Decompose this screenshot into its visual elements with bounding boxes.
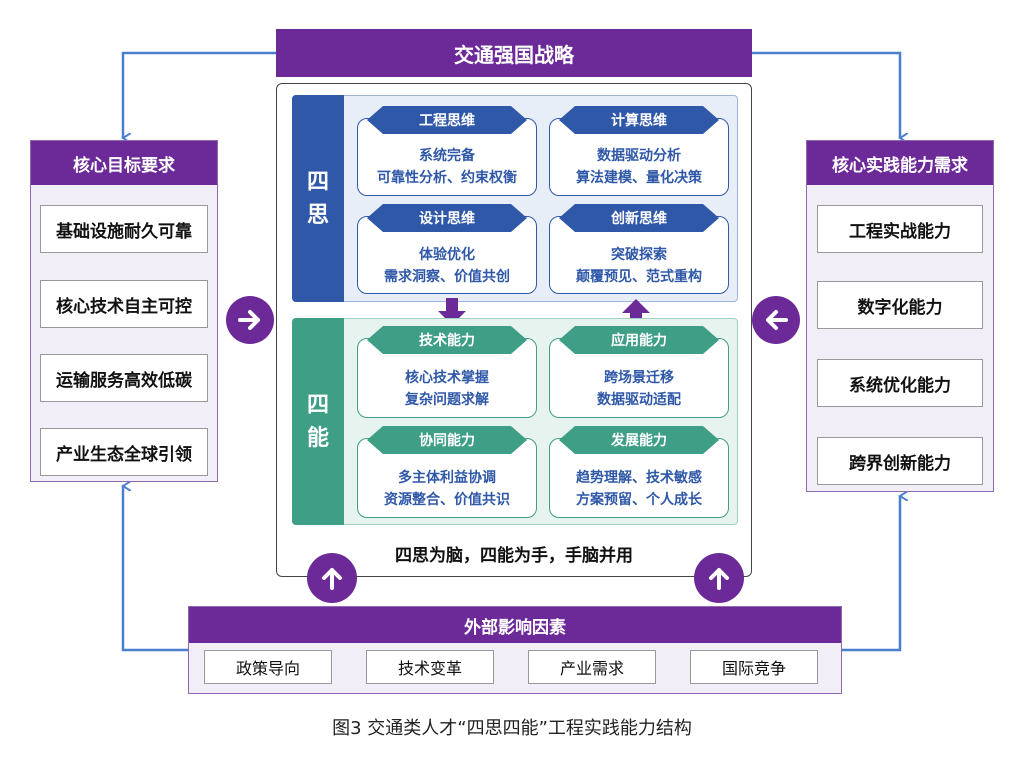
external-item-3-label: 产业需求 [559,659,624,678]
right-item-3: 系统优化能力 [817,359,983,407]
left-item-1: 基础设施耐久可靠 [40,205,208,253]
neng-group-label: 四 能 [292,318,344,525]
si-card-engineering-title-text: 工程思维 [419,113,475,129]
external-item-4: 国际竞争 [690,650,818,684]
arrow-up-circle-icon-right [694,553,744,603]
external-item-2: 技术变革 [366,650,494,684]
si-card-innovation-line-2: 颠覆预见、范式重构 [576,269,702,285]
connector-bottom-left [123,486,188,652]
figure-caption: 图3 交通类人才“四思四能”工程实践能力结构 [332,718,692,739]
arrow-up-icon [622,299,650,326]
neng-card-application-line-2: 数据驱动适配 [597,392,681,408]
si-card-engineering-line-2: 可靠性分析、约束权衡 [377,170,517,186]
left-item-4-label: 产业生态全球引领 [56,444,192,465]
right-item-3-label: 系统优化能力 [849,375,951,396]
si-card-innovation-title: 创新思维 [559,204,719,232]
left-item-4: 产业生态全球引领 [40,428,208,476]
arrow-down-icon [438,298,466,325]
right-item-4: 跨界创新能力 [817,437,983,485]
left-item-3: 运输服务高效低碳 [40,354,208,402]
si-label-char-2: 思 [306,202,329,228]
si-card-innovation-line-1: 突破探索 [611,247,667,263]
si-card-computational-line-2: 算法建模、量化决策 [576,170,702,186]
si-card-engineering-title: 工程思维 [367,106,527,134]
external-item-3: 产业需求 [528,650,656,684]
slogan: 四思为脑，四能为手，手脑并用 [395,546,633,566]
neng-card-development-line-2: 方案预留、个人成长 [576,492,702,508]
si-card-design-title-text: 设计思维 [419,211,475,227]
si-card-design-line-1: 体验优化 [419,247,475,263]
strategy-title-bar: 交通强国战略 [276,29,752,77]
left-item-2-label: 核心技术自主可控 [56,296,192,317]
si-card-computational-title: 计算思维 [559,106,719,134]
external-panel-title: 外部影响因素 [464,617,566,638]
external-item-2-label: 技术变革 [397,659,462,678]
si-card-innovation-title-text: 创新思维 [611,211,667,227]
external-item-1-label: 政策导向 [235,659,300,678]
neng-card-collaboration-line-1: 多主体利益协调 [398,470,496,486]
right-item-2-label: 数字化能力 [857,297,943,318]
right-item-1: 工程实战能力 [817,205,983,253]
left-panel-header: 核心目标要求 [31,141,217,185]
arrow-left-circle-icon [752,296,800,344]
right-panel-header: 核心实践能力需求 [807,141,993,185]
neng-card-collaboration-title-text: 协同能力 [419,433,475,449]
neng-label-char-2: 能 [306,425,329,451]
neng-card-technical-line-1: 核心技术掌握 [405,370,489,386]
arrow-right-circle-icon [226,296,274,344]
right-panel-title: 核心实践能力需求 [832,155,968,176]
left-item-1-label: 基础设施耐久可靠 [56,221,192,242]
neng-card-collaboration-line-2: 资源整合、价值共识 [384,492,510,508]
neng-card-collaboration-title: 协同能力 [367,426,527,454]
neng-card-technical-line-2: 复杂问题求解 [405,392,489,408]
left-panel-title: 核心目标要求 [73,155,175,176]
neng-card-technical-title-text: 技术能力 [419,333,475,349]
neng-label-char-1: 四 [306,392,329,418]
si-card-computational-title-text: 计算思维 [611,113,667,129]
right-item-1-label: 工程实战能力 [849,221,951,242]
external-item-1: 政策导向 [204,650,332,684]
neng-card-technical-title: 技术能力 [367,326,527,354]
connector-top-left [123,51,276,138]
si-card-engineering-line-1: 系统完备 [419,148,475,164]
neng-card-application-line-1: 跨场景迁移 [604,370,674,386]
si-group-label: 四 思 [292,95,344,302]
right-item-4-label: 跨界创新能力 [849,453,951,474]
si-label-char-1: 四 [306,169,329,195]
si-card-design-line-2: 需求洞察、价值共创 [384,269,510,285]
left-item-3-label: 运输服务高效低碳 [56,370,192,391]
neng-card-development-line-1: 趋势理解、技术敏感 [576,470,702,486]
si-card-design-title: 设计思维 [367,204,527,232]
connector-bottom-right [842,496,900,652]
external-item-4-label: 国际竞争 [721,659,786,678]
strategy-title: 交通强国战略 [454,42,574,67]
arrow-up-circle-icon-left [307,553,357,603]
left-item-2: 核心技术自主可控 [40,280,208,328]
external-panel-header: 外部影响因素 [189,607,841,643]
neng-card-application-title: 应用能力 [559,326,719,354]
neng-card-application-title-text: 应用能力 [611,333,667,349]
right-item-2: 数字化能力 [817,281,983,329]
neng-card-development-title-text: 发展能力 [611,433,667,449]
si-card-computational-line-1: 数据驱动分析 [597,148,681,164]
neng-card-development-title: 发展能力 [559,426,719,454]
connector-top-right [752,51,900,138]
